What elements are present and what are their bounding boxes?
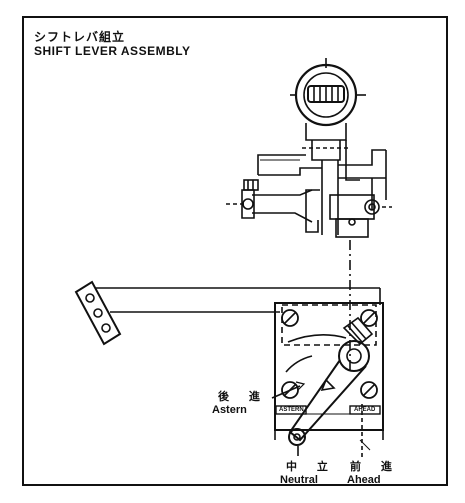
plate-ahead: AHEAD [354, 407, 376, 413]
lower-assembly [74, 280, 384, 458]
plate-astern: ASTERN [279, 407, 304, 413]
label-neutral-jp: 中 立 [286, 460, 336, 473]
label-astern-en: Astern [212, 404, 247, 416]
title-english: SHIFT LEVER ASSEMBLY [34, 44, 191, 58]
label-ahead-jp: 前 進 [350, 460, 400, 473]
label-ahead-en: Ahead [347, 474, 381, 486]
title-japanese: シフトレバ組立 [34, 30, 126, 44]
label-astern-jp: 後 進 [218, 390, 268, 403]
diagram-border [22, 16, 448, 486]
upper-assembly [226, 58, 392, 372]
label-neutral-en: Neutral [280, 474, 318, 486]
